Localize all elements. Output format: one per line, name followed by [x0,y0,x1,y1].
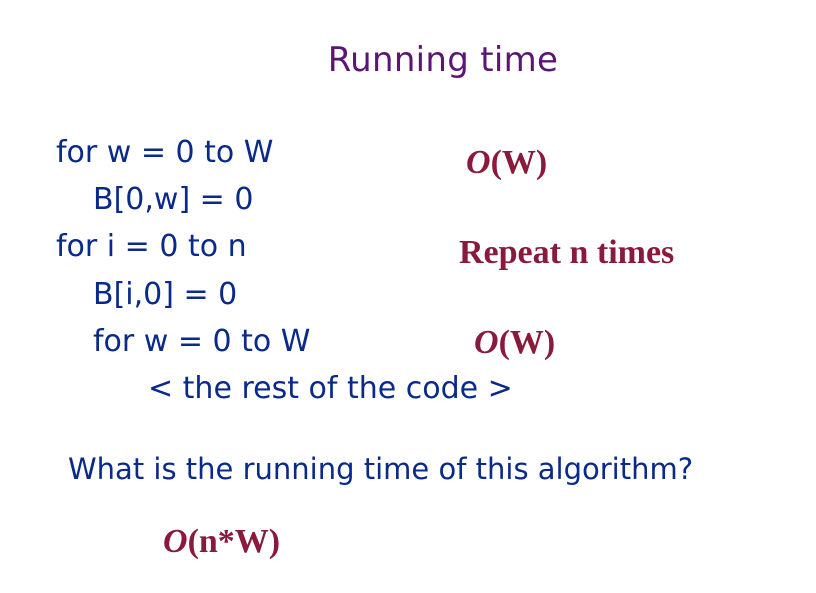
code-line-6: < the rest of the code > [148,371,513,406]
big-o-argument: (W) [490,144,548,181]
big-o-symbol: O [466,144,491,181]
code-line-3: for i = 0 to n [56,229,247,264]
big-o-argument: (W) [498,324,556,361]
slide-title: Running time [327,40,559,80]
big-o-argument: (n*W) [187,523,281,560]
code-line-5: for w = 0 to W [93,324,311,359]
big-o-symbol: O [163,523,188,560]
big-o-symbol: O [474,324,499,361]
question-text: What is the running time of this algorit… [68,452,694,486]
annotation-first-loop: O(W) [466,146,547,180]
answer: O(n*W) [163,525,280,559]
annotation-outer-loop: Repeat n times [459,234,675,271]
code-line-4: B[i,0] = 0 [93,277,238,312]
annotation-inner-loop: O(W) [474,326,555,360]
code-line-1: for w = 0 to W [56,135,274,170]
code-line-2: B[0,w] = 0 [93,182,254,217]
